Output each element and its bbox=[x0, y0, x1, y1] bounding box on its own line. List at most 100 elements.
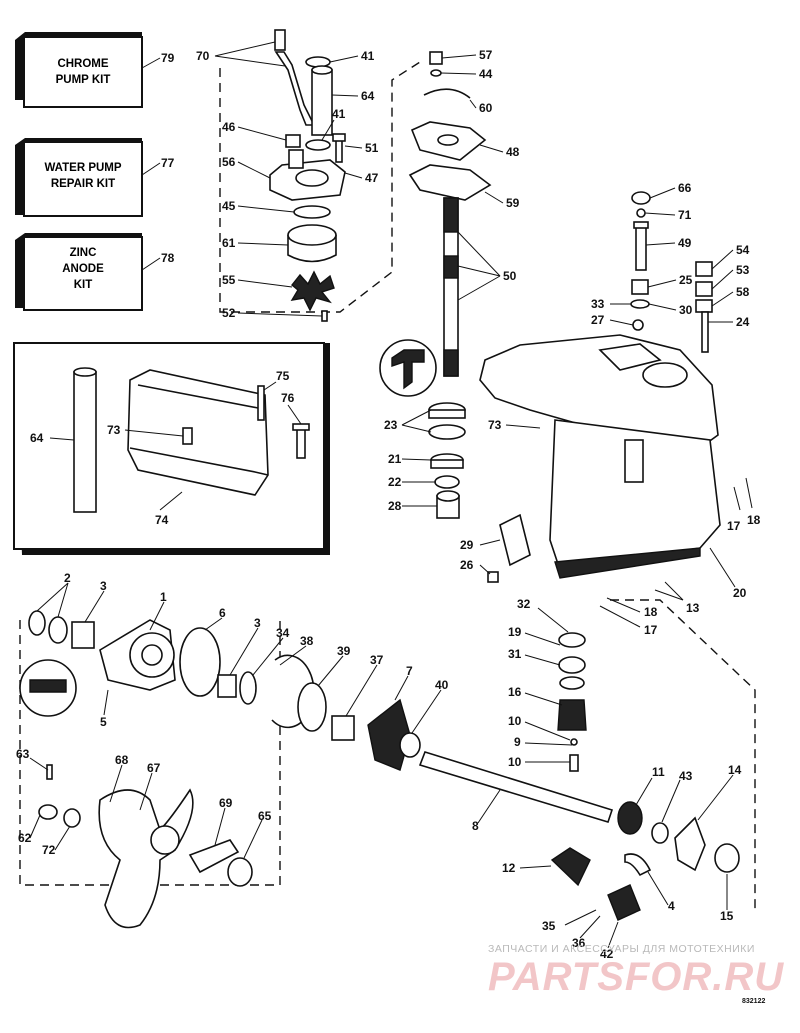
leader-lines bbox=[29, 41, 753, 949]
callout-76: 76 bbox=[281, 391, 295, 405]
callout-73b: 73 bbox=[488, 418, 502, 432]
callout-10b: 10 bbox=[508, 755, 522, 769]
callout-28: 28 bbox=[388, 499, 402, 513]
callout-2: 2 bbox=[64, 571, 71, 585]
callout-72: 72 bbox=[42, 843, 56, 857]
callout-12: 12 bbox=[502, 861, 516, 875]
callout-39: 39 bbox=[337, 644, 351, 658]
callout-42: 42 bbox=[600, 947, 614, 961]
watermark-logo: PARTSFOR.RU bbox=[488, 955, 784, 999]
callout-1: 1 bbox=[160, 590, 167, 604]
watermark: ЗАПЧАСТИ И АКСЕССУАРЫ ДЛЯ МОТОТЕХНИКИ PA… bbox=[488, 943, 784, 999]
callout-23: 23 bbox=[384, 418, 398, 432]
callout-48: 48 bbox=[506, 145, 520, 159]
callout-68: 68 bbox=[115, 753, 129, 767]
kit-chrome-pump[interactable]: CHROME PUMP KIT 79 bbox=[15, 32, 175, 108]
callout-64: 64 bbox=[361, 89, 375, 103]
callout-20: 20 bbox=[733, 586, 747, 600]
callout-32: 32 bbox=[517, 597, 531, 611]
exhaust-housing-inset bbox=[13, 342, 330, 555]
callout-51: 51 bbox=[365, 141, 379, 155]
callout-64b: 64 bbox=[30, 431, 44, 445]
callout-38: 38 bbox=[300, 634, 314, 648]
water-pump-group bbox=[219, 29, 421, 322]
kit-zinc-anode[interactable]: ZINC ANODE KIT 78 bbox=[15, 233, 175, 311]
callout-17: 17 bbox=[727, 519, 741, 533]
callout-40: 40 bbox=[435, 678, 449, 692]
callout-43: 43 bbox=[679, 769, 693, 783]
callout-27: 27 bbox=[591, 313, 605, 327]
gearcase-housing bbox=[479, 334, 721, 579]
kit-water-pump-repair[interactable]: WATER PUMP REPAIR KIT 77 bbox=[15, 138, 175, 217]
drawing-code: 832122 bbox=[742, 998, 765, 1005]
callout-47: 47 bbox=[365, 171, 379, 185]
callout-6: 6 bbox=[219, 606, 226, 620]
callout-35: 35 bbox=[542, 919, 556, 933]
callout-36: 36 bbox=[572, 936, 586, 950]
callout-37: 37 bbox=[370, 653, 384, 667]
callout-22: 22 bbox=[388, 475, 402, 489]
kit-chrome-pump-line1: CHROME bbox=[57, 58, 108, 70]
callout-30: 30 bbox=[679, 303, 693, 317]
callout-50: 50 bbox=[503, 269, 517, 283]
callout-18: 18 bbox=[747, 513, 761, 527]
callout-4: 4 bbox=[668, 899, 675, 913]
callout-69: 69 bbox=[219, 796, 233, 810]
kit-zinc-line2: ANODE bbox=[62, 263, 104, 275]
kit-water-pump-number: 77 bbox=[161, 156, 175, 170]
callout-63: 63 bbox=[16, 747, 30, 761]
callout-70: 70 bbox=[196, 49, 210, 63]
callout-31: 31 bbox=[508, 647, 522, 661]
callout-67: 67 bbox=[147, 761, 161, 775]
callout-56: 56 bbox=[222, 155, 236, 169]
callout-58: 58 bbox=[736, 285, 750, 299]
callout-10: 10 bbox=[508, 714, 522, 728]
callout-55: 55 bbox=[222, 273, 236, 287]
callout-3b: 3 bbox=[254, 616, 261, 630]
callout-26: 26 bbox=[460, 558, 474, 572]
bearing-stack bbox=[379, 339, 531, 583]
callout-18b: 18 bbox=[644, 605, 658, 619]
callout-65: 65 bbox=[258, 809, 272, 823]
callout-33: 33 bbox=[591, 297, 605, 311]
callout-74: 74 bbox=[155, 513, 169, 527]
callout-34: 34 bbox=[276, 626, 290, 640]
callout-54: 54 bbox=[736, 243, 750, 257]
callout-11: 11 bbox=[652, 765, 665, 779]
lower-gear-group bbox=[19, 599, 756, 921]
callout-9: 9 bbox=[514, 735, 521, 749]
callout-25: 25 bbox=[679, 273, 693, 287]
kit-zinc-number: 78 bbox=[161, 251, 175, 265]
callout-41b: 41 bbox=[332, 107, 346, 121]
callout-21: 21 bbox=[388, 452, 402, 466]
callout-14: 14 bbox=[728, 763, 742, 777]
callout-71: 71 bbox=[678, 208, 692, 222]
shift-rod-group bbox=[630, 191, 713, 353]
callout-57: 57 bbox=[479, 48, 493, 62]
callout-75: 75 bbox=[276, 369, 290, 383]
callout-52: 52 bbox=[222, 306, 236, 320]
callout-41: 41 bbox=[361, 49, 375, 63]
callout-8: 8 bbox=[472, 819, 479, 833]
callout-29: 29 bbox=[460, 538, 474, 552]
kit-zinc-line3: KIT bbox=[74, 279, 93, 291]
callout-5: 5 bbox=[100, 715, 107, 729]
kit-zinc-line1: ZINC bbox=[70, 247, 97, 259]
callout-61: 61 bbox=[222, 236, 236, 250]
callout-44: 44 bbox=[479, 67, 493, 81]
callout-16: 16 bbox=[508, 685, 522, 699]
callout-62: 62 bbox=[18, 831, 32, 845]
callout-66: 66 bbox=[678, 181, 692, 195]
callout-15: 15 bbox=[720, 909, 734, 923]
watermark-tagline: ЗАПЧАСТИ И АКСЕССУАРЫ ДЛЯ МОТОТЕХНИКИ bbox=[488, 943, 755, 955]
callout-24: 24 bbox=[736, 315, 750, 329]
callout-13: 13 bbox=[686, 601, 700, 615]
callout-73: 73 bbox=[107, 423, 121, 437]
callout-7: 7 bbox=[406, 664, 413, 678]
callout-numbers: 70 41 64 41 46 51 56 47 45 61 55 52 57 4… bbox=[16, 48, 761, 961]
kit-water-pump-line2: REPAIR KIT bbox=[51, 178, 115, 190]
kit-water-pump-line1: WATER PUMP bbox=[44, 162, 121, 174]
callout-59: 59 bbox=[506, 196, 520, 210]
kit-chrome-pump-line2: PUMP KIT bbox=[56, 74, 111, 86]
